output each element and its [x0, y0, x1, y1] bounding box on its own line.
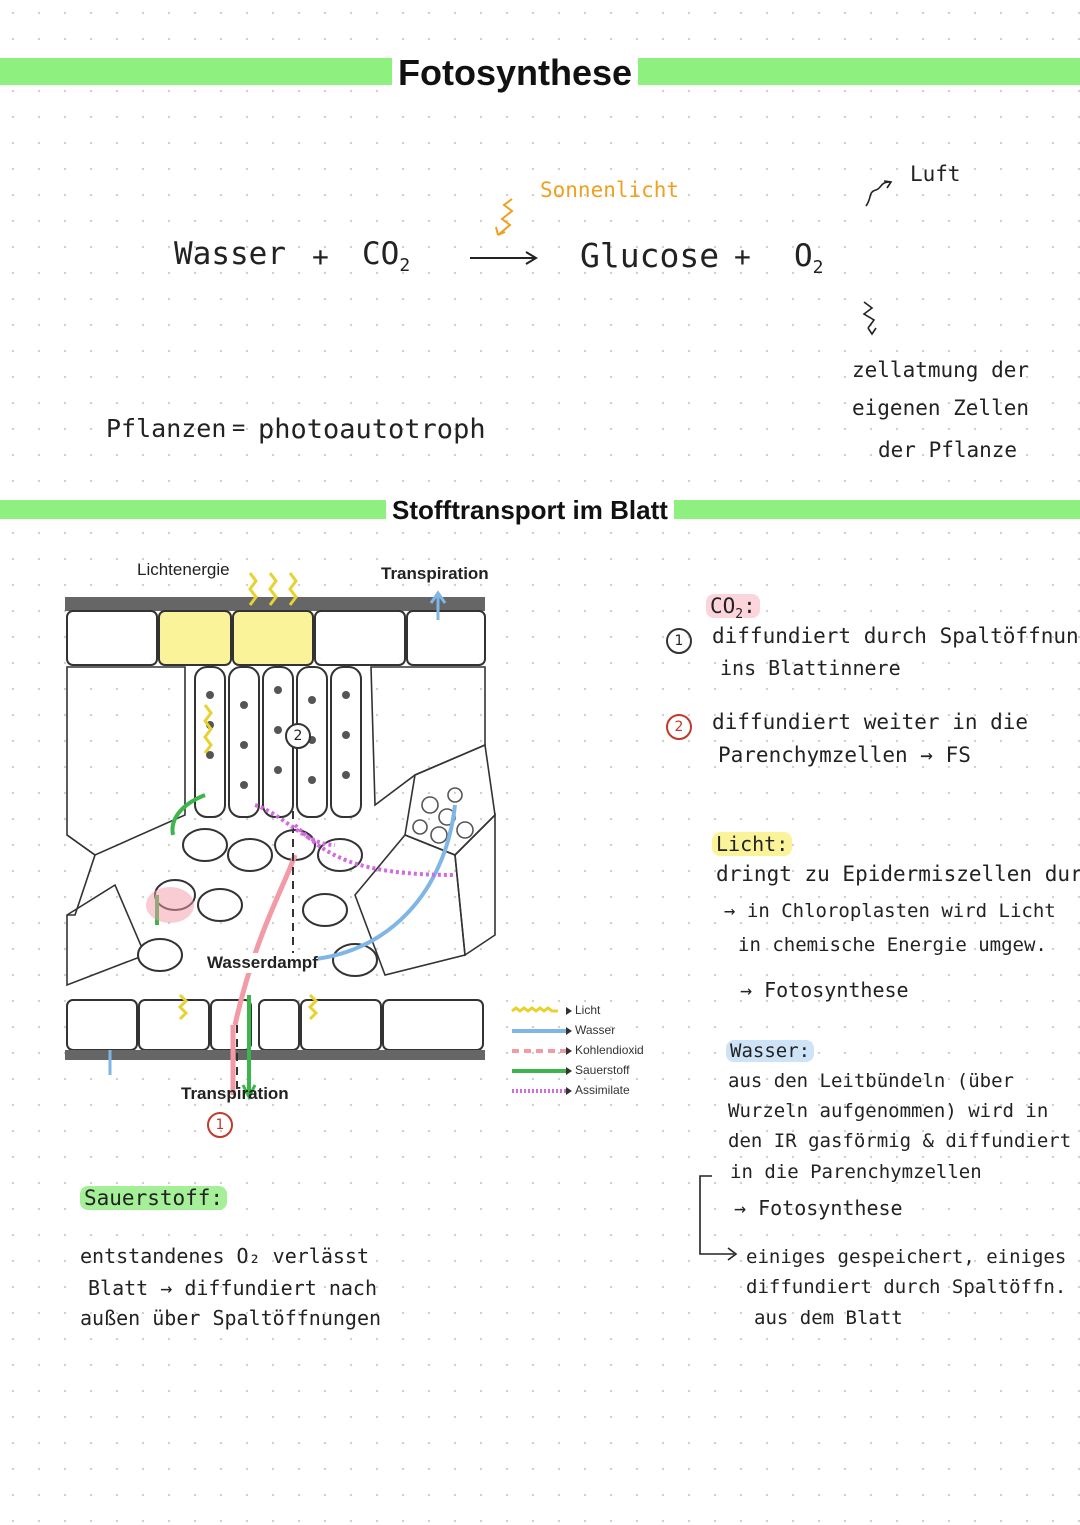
legend-swatches [511, 1006, 572, 1095]
co2-subscript: 2 [399, 255, 411, 277]
figure-label-vapor: Wasserdampf [207, 953, 318, 973]
leaf-cross-section-figure: Lichtenergie Transpiration Wasserdampf T… [55, 555, 655, 1145]
reaction-arrow-icon [470, 251, 538, 265]
co2-line-3: diffundiert weiter in die [712, 710, 1029, 734]
plants-type: photoautotroph [258, 414, 486, 445]
oxygen-line-2: Blatt → diffundiert nach [88, 1276, 377, 1300]
water-line-8: aus dem Blatt [754, 1307, 903, 1329]
figure-label-transpiration-top: Transpiration [381, 564, 489, 583]
figure-marker-two: 2 [285, 723, 311, 749]
water-bracket-icon [699, 1175, 738, 1261]
section-title: Stofftransport im Blatt [386, 494, 674, 526]
plus-sign-2: + [734, 240, 751, 273]
sun-squiggle-icon [495, 198, 514, 236]
legend-item-assimilates: Assimilate [575, 1083, 630, 1097]
co2-line-1: diffundiert durch Spaltöffnung [712, 624, 1080, 648]
air-label: Luft [910, 162, 961, 186]
o2-subscript: 2 [812, 257, 824, 279]
light-line-4: → Fotosynthese [740, 978, 909, 1002]
respiration-line-3: der Pflanze [878, 438, 1018, 462]
respiration-line-1: zellatmung der [852, 358, 1030, 382]
reactant-co2: CO2 [362, 236, 410, 276]
product-glucose: Glucose [580, 236, 720, 275]
plus-sign-1: + [312, 240, 329, 273]
page-title: Fotosynthese [392, 52, 639, 94]
co2-heading: CO2: [706, 594, 760, 622]
legend-item-water: Wasser [575, 1023, 616, 1037]
co2-marker-1: 1 [666, 628, 692, 654]
water-line-3: den IR gasförmig & diffundiert [728, 1130, 1072, 1152]
respiration-line-2: eigenen Zellen [852, 396, 1030, 420]
legend-item-oxygen: Sauerstoff [575, 1063, 630, 1077]
water-heading: Wasser: [726, 1040, 815, 1062]
oxygen-line-3: außen über Spaltöffnungen [80, 1306, 382, 1330]
equals-sign: = [232, 416, 246, 441]
water-line-7: diffundiert durch Spaltöffn. [746, 1276, 1067, 1298]
plants-label: Pflanzen [106, 414, 227, 443]
product-o2: O2 [794, 238, 824, 278]
light-label: Sonnenlicht [540, 178, 680, 202]
legend-item-co2: Kohlendioxid [575, 1043, 644, 1057]
water-line-4: in die Parenchymzellen [730, 1161, 982, 1183]
co2-line-2: ins Blattinnere [720, 656, 901, 680]
co2-heading-highlight: CO2: [706, 594, 760, 622]
co2-heading-text: CO [710, 594, 736, 618]
light-heading-text: Licht: [712, 832, 793, 856]
water-line-5: → Fotosynthese [734, 1196, 903, 1220]
o2-text: O [794, 238, 813, 274]
figure-label-light: Lichtenergie [137, 560, 230, 579]
oxygen-heading: Sauerstoff: [80, 1186, 228, 1210]
co2-text: CO [362, 236, 400, 272]
light-line-3: in chemische Energie umgew. [738, 934, 1047, 956]
co2-heading-sub: 2 [735, 607, 744, 623]
leaf-diagram [65, 572, 496, 1101]
water-line-6: einiges gespeichert, einiges [746, 1246, 1067, 1268]
light-line-2: → in Chloroplasten wird Licht [724, 900, 1056, 922]
water-heading-text: Wasser: [726, 1040, 815, 1062]
light-line-1: dringt zu Epidermiszellen durch [716, 862, 1080, 886]
co2-heading-colon: : [743, 594, 756, 618]
respiration-squiggle-icon [862, 301, 877, 336]
oxygen-heading-text: Sauerstoff: [80, 1186, 228, 1210]
oxygen-line-1: entstandenes O₂ verlässt [80, 1244, 369, 1268]
water-line-2: Wurzeln aufgenommen) wird in [728, 1100, 1049, 1122]
light-heading: Licht: [712, 832, 793, 856]
co2-marker-2: 2 [666, 714, 692, 740]
water-line-1: aus den Leitbündeln (über [728, 1070, 1014, 1092]
figure-marker-one: 1 [207, 1112, 233, 1138]
reactant-water: Wasser [174, 236, 286, 272]
figure-label-transpiration-bottom: Transpiration [181, 1084, 289, 1103]
legend-item-light: Licht [575, 1003, 601, 1017]
co2-line-4: Parenchymzellen → FS [718, 743, 971, 767]
air-arrow-icon [865, 180, 893, 207]
